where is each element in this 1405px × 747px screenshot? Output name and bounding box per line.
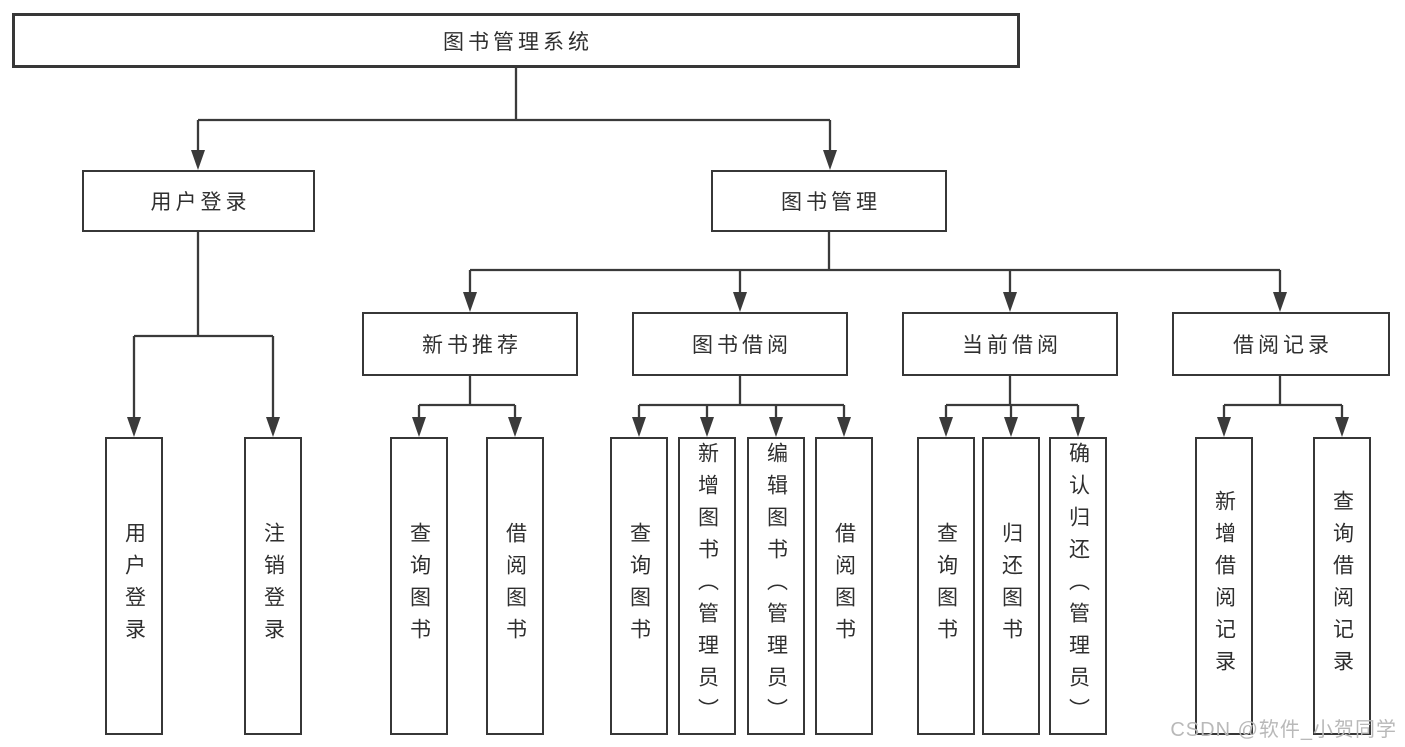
leaf-query-books-current-label: 查询图书 [934, 522, 958, 650]
node-current-borrow: 当前借阅 [902, 312, 1118, 376]
leaf-edit-book-admin-label: 编辑图书（管理员） [764, 442, 788, 730]
node-borrow-records-label: 借阅记录 [1233, 334, 1333, 357]
leaf-add-borrow-record: 新增借阅记录 [1195, 437, 1253, 735]
leaf-edit-book-admin: 编辑图书（管理员） [747, 437, 805, 735]
leaf-query-borrow-record: 查询借阅记录 [1313, 437, 1371, 735]
leaf-add-book-admin: 新增图书（管理员） [678, 437, 736, 735]
leaf-return-book-label: 归还图书 [999, 522, 1023, 650]
node-user-login-label: 用户登录 [150, 191, 251, 214]
arrowheads [127, 150, 1349, 437]
leaf-logout: 注销登录 [244, 437, 302, 735]
node-root-label: 图书管理系统 [443, 30, 593, 54]
node-new-book-recommend-label: 新书推荐 [422, 334, 522, 357]
leaf-user-login: 用户登录 [105, 437, 163, 735]
leaf-borrow-books-recommend-label: 借阅图书 [503, 522, 527, 650]
node-current-borrow-label: 当前借阅 [962, 334, 1062, 357]
leaf-borrow-books-label: 借阅图书 [832, 522, 856, 650]
leaf-query-books-recommend-label: 查询图书 [407, 522, 431, 650]
leaf-borrow-books: 借阅图书 [815, 437, 873, 735]
leaf-query-books-borrow-label: 查询图书 [627, 522, 651, 650]
leaf-query-borrow-record-label: 查询借阅记录 [1330, 490, 1354, 682]
leaf-confirm-return-admin: 确认归还（管理员） [1049, 437, 1107, 735]
node-borrow-records: 借阅记录 [1172, 312, 1390, 376]
leaf-query-books-recommend: 查询图书 [390, 437, 448, 735]
leaf-logout-label: 注销登录 [261, 522, 285, 650]
leaf-user-login-label: 用户登录 [122, 522, 146, 650]
watermark: CSDN @软件_小贺同学 [1170, 719, 1397, 741]
leaf-add-book-admin-label: 新增图书（管理员） [695, 442, 719, 730]
node-new-book-recommend: 新书推荐 [362, 312, 578, 376]
node-root: 图书管理系统 [12, 13, 1020, 68]
node-book-borrow: 图书借阅 [632, 312, 848, 376]
node-book-borrow-label: 图书借阅 [692, 334, 792, 357]
node-book-management: 图书管理 [711, 170, 947, 232]
node-user-login: 用户登录 [82, 170, 315, 232]
leaf-query-books-borrow: 查询图书 [610, 437, 668, 735]
leaf-query-books-current: 查询图书 [917, 437, 975, 735]
leaf-return-book: 归还图书 [982, 437, 1040, 735]
leaf-add-borrow-record-label: 新增借阅记录 [1212, 490, 1236, 682]
leaf-borrow-books-recommend: 借阅图书 [486, 437, 544, 735]
leaf-confirm-return-admin-label: 确认归还（管理员） [1066, 442, 1090, 730]
node-book-management-label: 图书管理 [781, 191, 881, 214]
